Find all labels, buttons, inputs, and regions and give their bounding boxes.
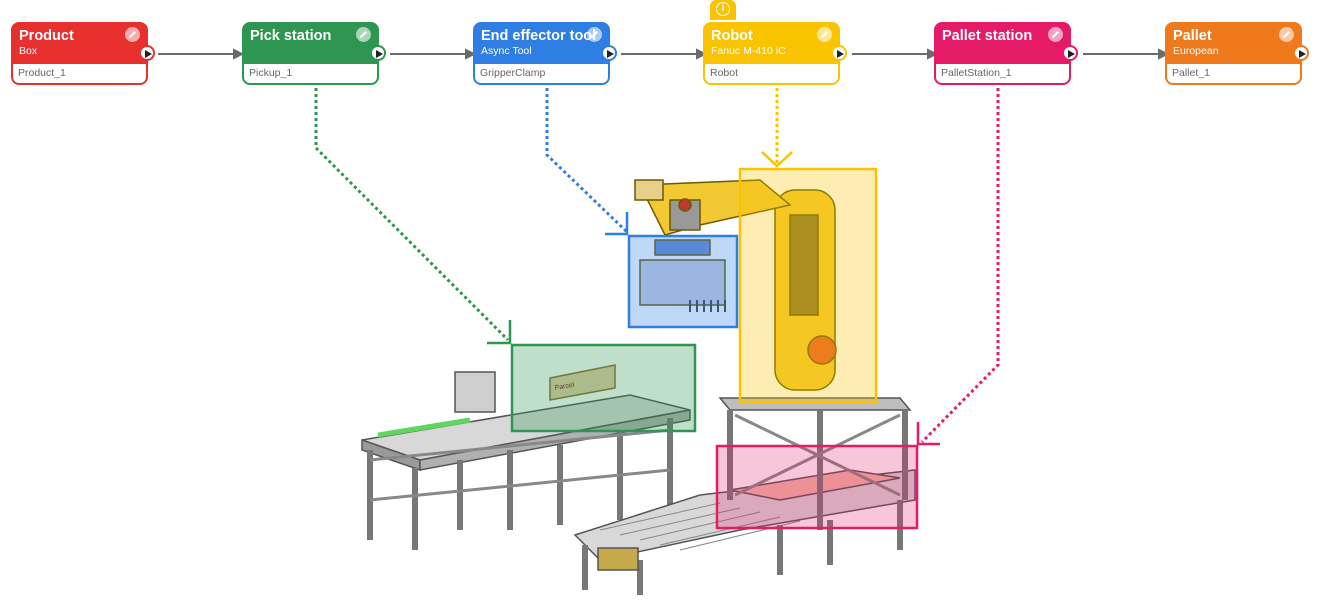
play-icon[interactable] bbox=[1293, 45, 1309, 61]
node-instance: Pallet_1 bbox=[1167, 64, 1300, 83]
pencil-icon[interactable] bbox=[356, 27, 371, 42]
pencil-icon[interactable] bbox=[1279, 27, 1294, 42]
robot-arm-illustration bbox=[634, 179, 837, 391]
robot-highlight bbox=[738, 167, 878, 404]
pick-conveyor-illustration bbox=[361, 364, 691, 550]
flow-connectors bbox=[158, 48, 1170, 60]
node-subtitle: Async Tool bbox=[481, 45, 532, 57]
node-title: Product bbox=[19, 28, 74, 44]
node-end-effector-tool[interactable]: End effector tool Async Tool GripperClam… bbox=[473, 22, 617, 85]
tool-highlight bbox=[627, 234, 739, 329]
info-icon[interactable]: i bbox=[710, 0, 736, 20]
leader-lines bbox=[314, 88, 1000, 444]
node-title: End effector tool bbox=[481, 28, 597, 44]
play-icon[interactable] bbox=[139, 45, 155, 61]
node-title: Pallet bbox=[1173, 28, 1212, 44]
node-instance: Robot bbox=[705, 64, 838, 83]
node-instance: Product_1 bbox=[13, 64, 146, 83]
node-instance: PalletStation_1 bbox=[936, 64, 1069, 83]
play-icon[interactable] bbox=[831, 45, 847, 61]
node-instance: Pickup_1 bbox=[244, 64, 377, 83]
node-pallet-station[interactable]: Pallet station PalletStation_1 bbox=[934, 22, 1078, 85]
pick-station-highlight bbox=[510, 343, 697, 433]
robot-pedestal-illustration bbox=[718, 397, 912, 530]
node-pallet[interactable]: Pallet European Pallet_1 bbox=[1165, 22, 1309, 85]
pallet-station-highlight bbox=[715, 444, 919, 530]
play-icon[interactable] bbox=[601, 45, 617, 61]
node-subtitle: European bbox=[1173, 45, 1219, 57]
node-subtitle: Fanuc M-410 iC bbox=[711, 45, 786, 57]
node-instance: GripperClamp bbox=[475, 64, 608, 83]
node-product[interactable]: Product Box Product_1 bbox=[11, 22, 155, 85]
node-title: Robot bbox=[711, 28, 753, 44]
pencil-icon[interactable] bbox=[125, 27, 140, 42]
node-pick-station[interactable]: Pick station Pickup_1 bbox=[242, 22, 386, 85]
pencil-icon[interactable] bbox=[1048, 27, 1063, 42]
pencil-icon[interactable] bbox=[817, 27, 832, 42]
pencil-icon[interactable] bbox=[587, 27, 602, 42]
pallet-conveyor-illustration bbox=[573, 469, 916, 595]
play-icon[interactable] bbox=[1062, 45, 1078, 61]
node-subtitle: Box bbox=[19, 45, 38, 57]
node-title: Pallet station bbox=[942, 28, 1033, 44]
play-icon[interactable] bbox=[370, 45, 386, 61]
node-robot[interactable]: Robot Fanuc M-410 iC Robot bbox=[703, 22, 847, 85]
node-title: Pick station bbox=[250, 28, 332, 44]
